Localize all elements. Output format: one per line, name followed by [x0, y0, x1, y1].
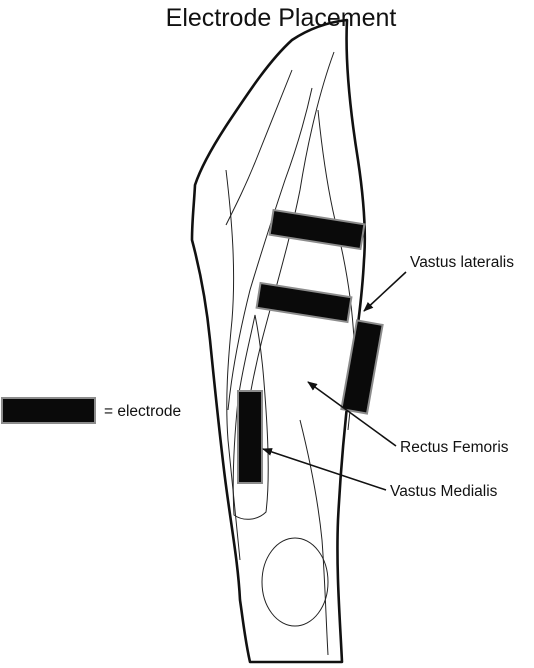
- legend-electrode-swatch: [1, 397, 96, 424]
- arrow-vastus-lateralis: [363, 271, 407, 312]
- label-vastus-medialis: Vastus Medialis: [390, 483, 498, 500]
- thigh-outline: [190, 18, 367, 664]
- label-vastus-lateralis: Vastus lateralis: [410, 254, 514, 271]
- legend-label: = electrode: [104, 403, 181, 420]
- electrode-rectus-upper: [268, 208, 366, 251]
- muscle-line-upper: [225, 69, 293, 226]
- electrode-vastus-lateralis: [340, 319, 384, 415]
- arrow-rectus-femoris: [307, 381, 397, 447]
- label-rectus-femoris: Rectus Femoris: [400, 439, 509, 456]
- electrode-rectus-lower: [255, 281, 353, 324]
- diagram-title: Electrode Placement: [166, 4, 397, 32]
- patella-outline: [261, 537, 329, 627]
- electrode-vastus-medialis: [237, 390, 263, 484]
- muscle-line-center: [299, 419, 329, 656]
- arrow-vastus-medialis: [262, 448, 387, 491]
- muscle-line-rectus-left: [227, 87, 313, 411]
